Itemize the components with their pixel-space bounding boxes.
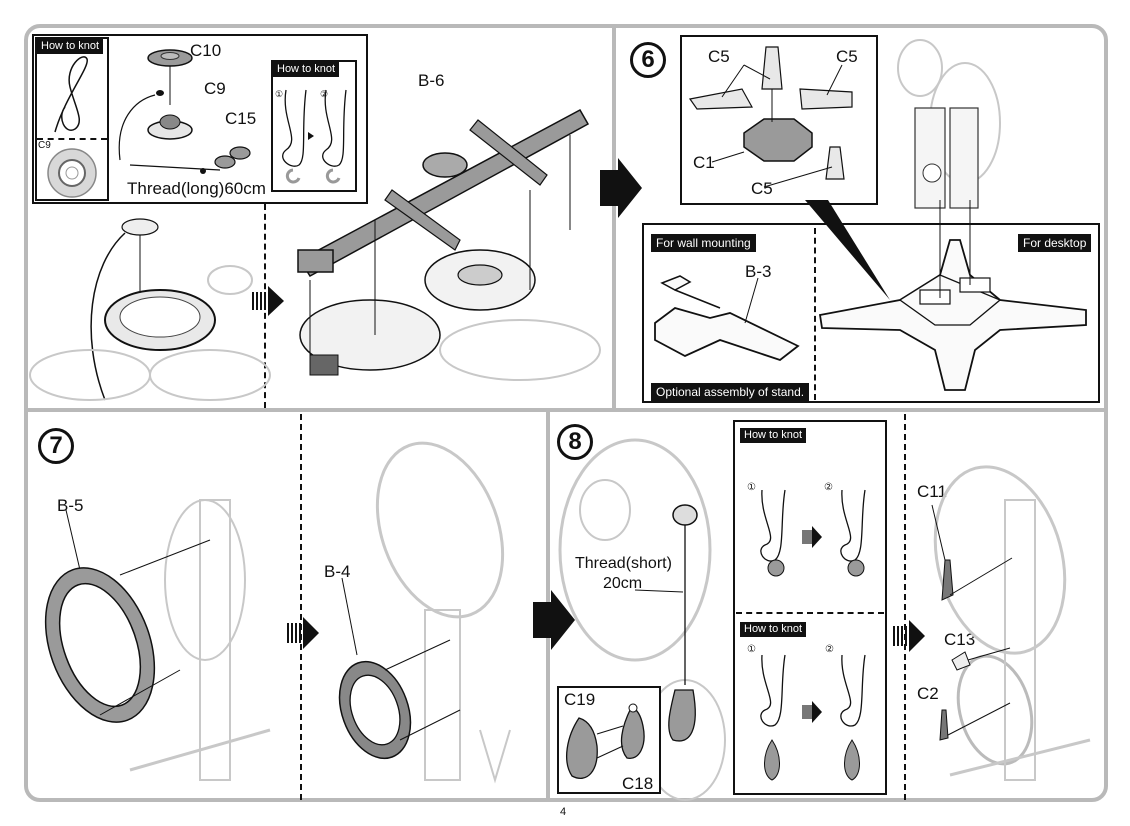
c5-leg-front: [825, 146, 845, 180]
part-label-c11: C11: [917, 482, 947, 501]
part-label-c5-right: C5: [836, 47, 858, 66]
pendulum-weight: [668, 689, 696, 742]
c11-hand: [941, 559, 954, 601]
hook-s-1: [285, 168, 301, 184]
b4-dial-illustration: [338, 441, 511, 784]
step-number-7: 7: [38, 428, 74, 464]
c13-nut: [951, 651, 971, 671]
knot-bottom-step2: ②: [825, 644, 834, 655]
b3-bracket: [654, 307, 800, 362]
c18-weight: [620, 707, 645, 759]
clock-body-illustration: [897, 39, 1001, 236]
knot-bottom-illustration: [760, 654, 866, 781]
stand-parts-illustration: [688, 46, 853, 188]
b3-wall-bracket-illustration: [654, 275, 800, 362]
pendulum-clock-illustration: [558, 438, 726, 801]
hook-knot-illustration: [282, 89, 347, 184]
hook-s-2: [325, 168, 341, 184]
hands-assembly-illustration: [931, 465, 1091, 781]
part-label-b3: B-3: [745, 262, 772, 281]
desktop-stand-illustration: [818, 200, 1087, 391]
next-arrow-icon: [252, 286, 284, 316]
c15-hook: [214, 155, 236, 169]
figure8-knot-illustration: [47, 56, 97, 198]
knot-top-title: How to knot: [740, 428, 807, 443]
optional-assembly-label: Optional assembly of stand.: [651, 383, 810, 401]
part-label-c5-bottom: C5: [751, 179, 773, 198]
step6-arrow-icon: [600, 158, 642, 218]
knot-box-divider: [736, 612, 884, 614]
knot-left-title: How to knot: [37, 39, 104, 54]
knot-top-step2: ②: [824, 482, 833, 493]
c5-leg-top: [761, 46, 783, 90]
knot-bottom-title: How to knot: [740, 622, 807, 637]
knot-right-step1: ①: [275, 89, 284, 99]
knot-top-step1: ①: [747, 482, 756, 493]
step7-divider: [300, 414, 302, 800]
weight-parts-illustration: [566, 703, 645, 779]
thread-long-label: Thread(long)60cm: [127, 179, 266, 198]
large-gear: [299, 299, 441, 371]
b5-dial-illustration: [44, 499, 271, 781]
knot-right-step2: ②: [320, 89, 329, 99]
gear-assembly-illustration-1: [29, 218, 271, 401]
b6-frame-illustration: [297, 108, 601, 381]
c19-weight: [566, 717, 598, 779]
knot-top-illustration: [760, 489, 866, 577]
part-label-c9: C9: [204, 79, 226, 98]
callout-pointer: [805, 200, 890, 300]
wall-mount-label: For wall mounting: [651, 234, 756, 252]
page-number: 4: [560, 806, 567, 818]
step-number-8: 8: [557, 424, 593, 460]
c1-hub: [743, 118, 813, 162]
c5-leg-right: [799, 88, 853, 110]
thread-short-label: Thread(short): [575, 555, 672, 572]
part-label-b5: B-5: [57, 496, 84, 515]
spool-parts-illustration: [118, 49, 251, 174]
part-label-b4: B-4: [324, 562, 351, 581]
part-label-c2: C2: [917, 684, 939, 703]
part-label-c1: C1: [693, 153, 715, 172]
stand-options-divider: [814, 228, 816, 400]
thread-length-label: 20cm: [603, 575, 643, 592]
c5-leg-left: [688, 88, 753, 110]
row-divider: [24, 408, 1108, 412]
step-number-6: 6: [630, 42, 666, 78]
knot-left-part-label: C9: [38, 140, 51, 151]
step7-next-arrow-icon: [287, 617, 319, 649]
part-label-b6: B-6: [418, 71, 445, 90]
step8-knot-box: [733, 420, 887, 795]
c9-disc-inner: [58, 159, 86, 187]
step8-arrow-icon: [533, 590, 575, 650]
part-label-c5-left: C5: [708, 47, 730, 66]
knot-bottom-step1: ①: [747, 644, 756, 655]
part-label-c13: C13: [944, 630, 976, 649]
b6-frame-bar: [298, 108, 590, 277]
step8-next-arrow-icon: [893, 620, 925, 652]
knot-loop-path: [54, 56, 88, 133]
desktop-label: For desktop: [1018, 234, 1092, 252]
knot-left-divider: [37, 138, 107, 140]
knot-right-box: [271, 60, 357, 192]
c9-disc-core: [65, 166, 79, 180]
knot-right-title: How to knot: [273, 62, 340, 77]
part-label-c18: C18: [622, 774, 654, 793]
c2-hand: [939, 709, 949, 741]
step8-divider: [904, 414, 906, 800]
part-label-c15: C15: [225, 109, 257, 128]
panel-divider-top: [612, 24, 616, 410]
part-label-c10: C10: [190, 41, 222, 60]
part-label-c19: C19: [564, 690, 596, 709]
